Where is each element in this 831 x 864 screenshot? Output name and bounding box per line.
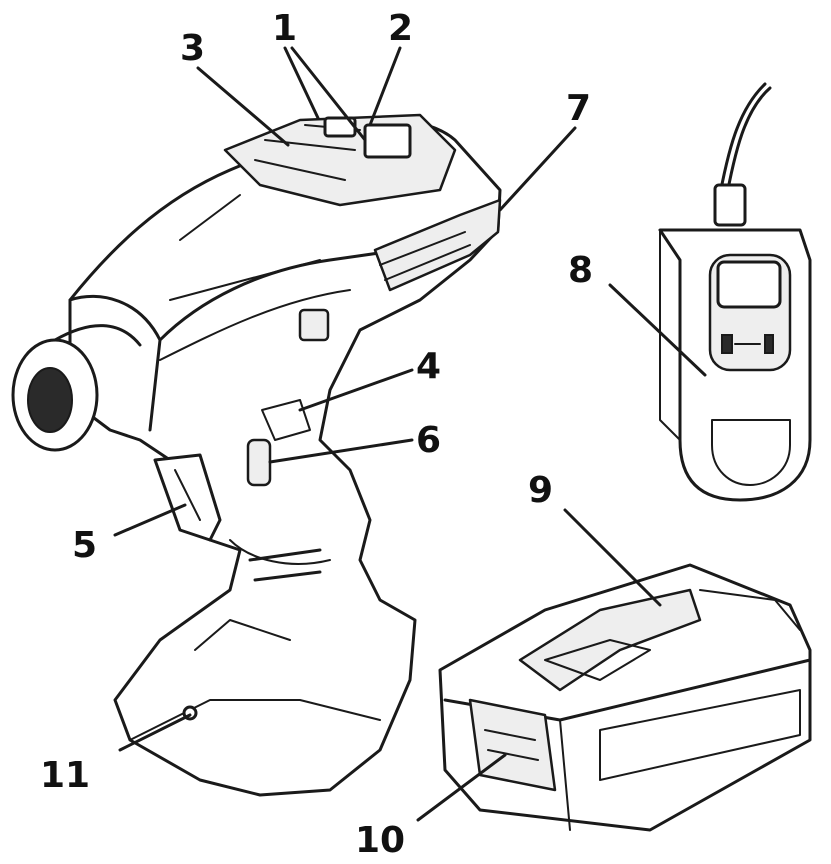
- rear-grooves: [379, 231, 471, 281]
- callout-3: 3: [180, 28, 205, 69]
- leader-5: [113, 503, 187, 537]
- battery-release-ribs: [484, 729, 539, 761]
- grip-ribs: [248, 548, 322, 582]
- forward-reverse-lever: [261, 399, 311, 441]
- leader-lines: [113, 46, 707, 822]
- battery-terminal: [544, 639, 651, 681]
- impact-driver: [11, 113, 502, 797]
- callout-5: 5: [72, 525, 97, 566]
- callout-11: 11: [40, 755, 90, 796]
- leader-8: [608, 283, 707, 377]
- housing-ridge: [179, 194, 241, 241]
- remote-icon-left: [721, 334, 733, 354]
- callout-1: 1: [272, 8, 297, 49]
- callout-numbers: 1 2 3 4 5 6 7 8 9 10 11: [40, 8, 593, 861]
- callout-7: 7: [566, 88, 591, 129]
- direction-switch: [246, 438, 272, 487]
- callout-10: 10: [355, 820, 405, 861]
- base-top-edge: [129, 699, 381, 741]
- battery-release: [468, 698, 557, 792]
- leader-2: [368, 46, 402, 127]
- leader-11: [118, 713, 192, 752]
- leader-1a: [283, 46, 320, 120]
- chuck-bore: [27, 367, 73, 433]
- callout-9: 9: [528, 470, 553, 511]
- battery: [438, 563, 812, 832]
- top-housing-line: [158, 248, 402, 342]
- callout-4: 4: [416, 346, 441, 387]
- trigger: [153, 453, 222, 542]
- leader-3: [196, 66, 290, 147]
- leader-7: [498, 126, 577, 212]
- battery-corner-edge: [559, 719, 571, 831]
- base-contour: [194, 619, 291, 651]
- side-contour: [159, 289, 351, 361]
- rear-housing: [373, 198, 502, 292]
- remote-lower-panel: [711, 419, 791, 486]
- callout-2: 2: [388, 8, 413, 49]
- callout-8: 8: [568, 250, 593, 291]
- side-vent: [298, 308, 330, 342]
- nose-edge: [53, 324, 142, 347]
- leader-9: [563, 508, 662, 607]
- mode-button: [363, 123, 412, 159]
- leader-10: [416, 753, 507, 822]
- remote-clip: [659, 229, 681, 441]
- remote-display: [716, 260, 782, 309]
- side-contour-2: [169, 259, 321, 301]
- leader-1b: [290, 46, 367, 142]
- battery-side-panel: [599, 689, 801, 781]
- remote-unit: [658, 82, 812, 502]
- battery-contacts: [699, 589, 801, 631]
- callout-6: 6: [416, 420, 441, 461]
- nose-housing: [68, 294, 162, 432]
- trigger-edge: [174, 469, 201, 521]
- grip-line: [229, 539, 331, 565]
- leader-6: [268, 438, 414, 464]
- remote-icon-right: [764, 334, 774, 354]
- cable-strain-relief: [713, 183, 747, 227]
- leader-4: [298, 368, 414, 412]
